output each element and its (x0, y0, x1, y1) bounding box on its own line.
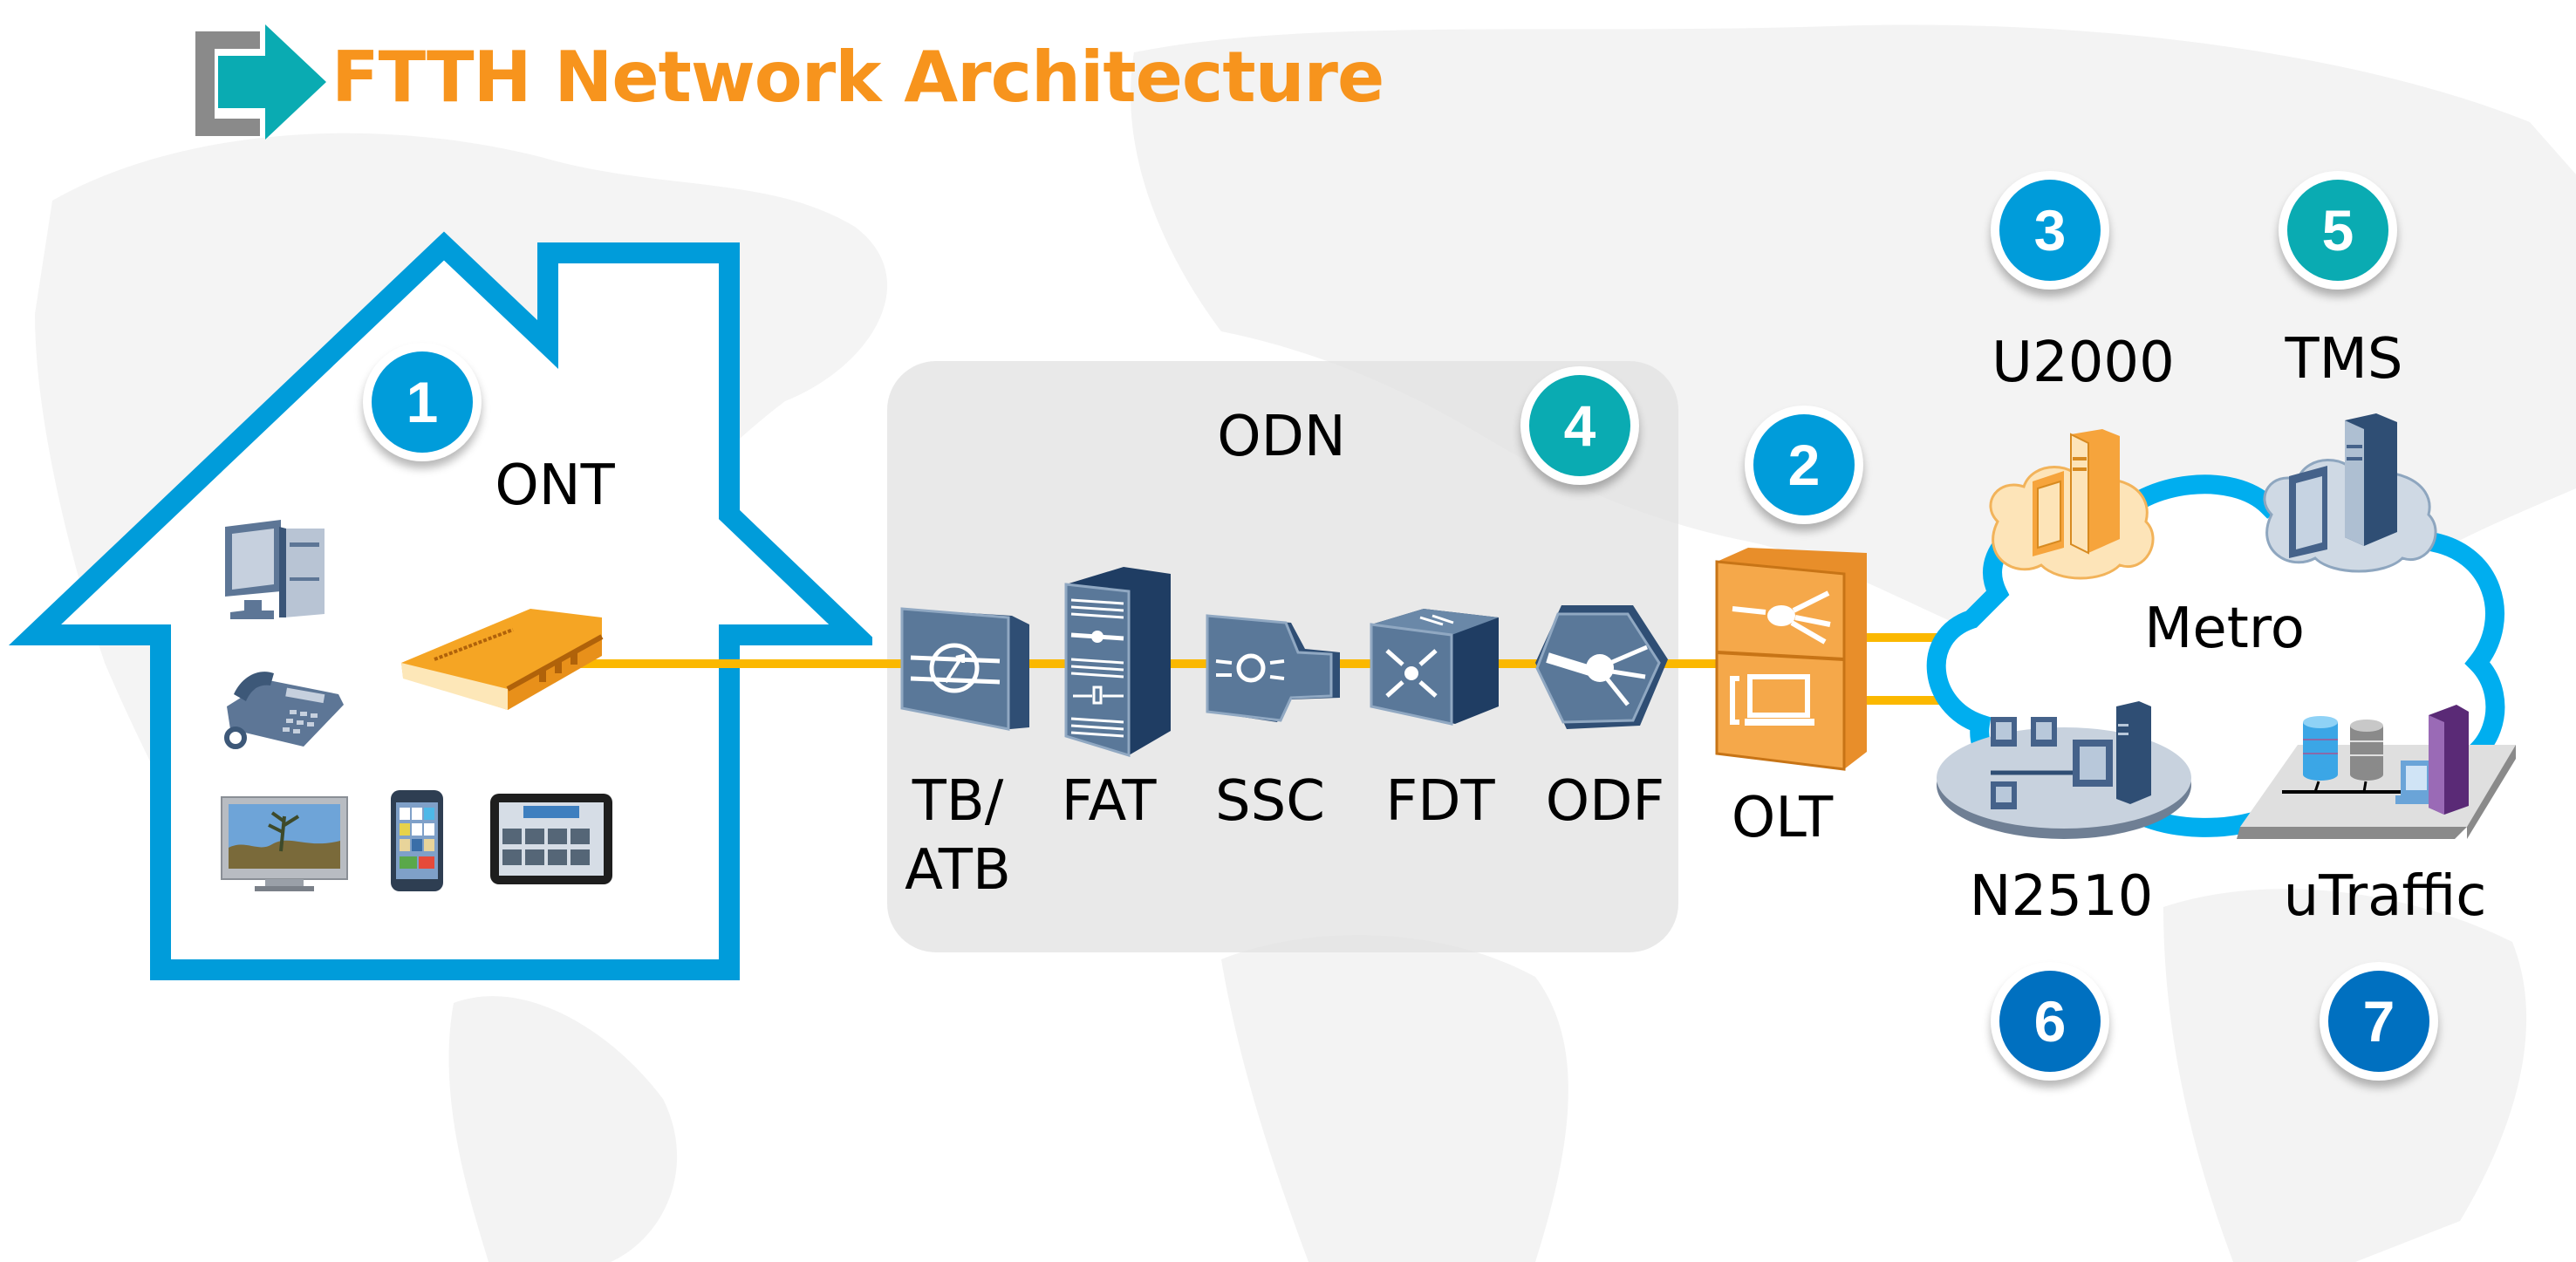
metro-label: Metro (2144, 597, 2305, 661)
utraffic-label: uTraffic (2283, 864, 2487, 929)
fiber-access-terminal-icon (1064, 567, 1171, 757)
tablet-icon (490, 794, 612, 884)
olt-chassis-icon (1715, 548, 1867, 771)
nms-server-orange-icon (1989, 429, 2155, 580)
step-badge-1: 1 (363, 343, 482, 461)
ont-label: ONT (495, 454, 615, 518)
step-badge-2: 2 (1745, 406, 1863, 524)
device-label-atb: ATB (905, 838, 1011, 903)
optical-distribution-frame-icon (1535, 605, 1668, 729)
device-label-fat: FAT (1061, 769, 1157, 834)
title-logo-icon (195, 24, 326, 140)
splitting-splicing-closure-icon (1206, 614, 1340, 722)
nms-server-blue-icon (2263, 413, 2437, 573)
step-badge-6: 6 (1991, 962, 2109, 1081)
tms-label: TMS (2285, 327, 2403, 392)
fiber-distribution-terminal-icon (1370, 609, 1499, 726)
house-outline (8, 231, 872, 980)
ont-modem-icon (401, 609, 604, 710)
desk-phone-icon (224, 672, 344, 749)
device-label-tb: TB/ (912, 769, 1004, 834)
u2000-label: U2000 (1992, 331, 2175, 395)
lan-workstations-icon (1937, 701, 2191, 839)
device-label-ssc: SSC (1215, 769, 1325, 834)
device-label-odf: ODF (1545, 769, 1665, 834)
step-badge-5: 5 (2279, 171, 2397, 290)
step-badge-4: 4 (1520, 366, 1639, 485)
step-badge-7: 7 (2320, 962, 2438, 1081)
step-badge-3: 3 (1991, 171, 2109, 290)
n2510-label: N2510 (1969, 864, 2154, 929)
device-label-fdt: FDT (1385, 769, 1495, 834)
database-platform-icon (2237, 705, 2516, 839)
page-title: FTTH Network Architecture (331, 37, 1384, 118)
desktop-computer-icon (225, 520, 325, 619)
olt-label: OLT (1731, 786, 1834, 850)
terminal-box-icon (900, 607, 1029, 731)
odn-label: ODN (1217, 405, 1346, 469)
smartphone-icon (391, 790, 443, 891)
television-icon (221, 796, 348, 891)
